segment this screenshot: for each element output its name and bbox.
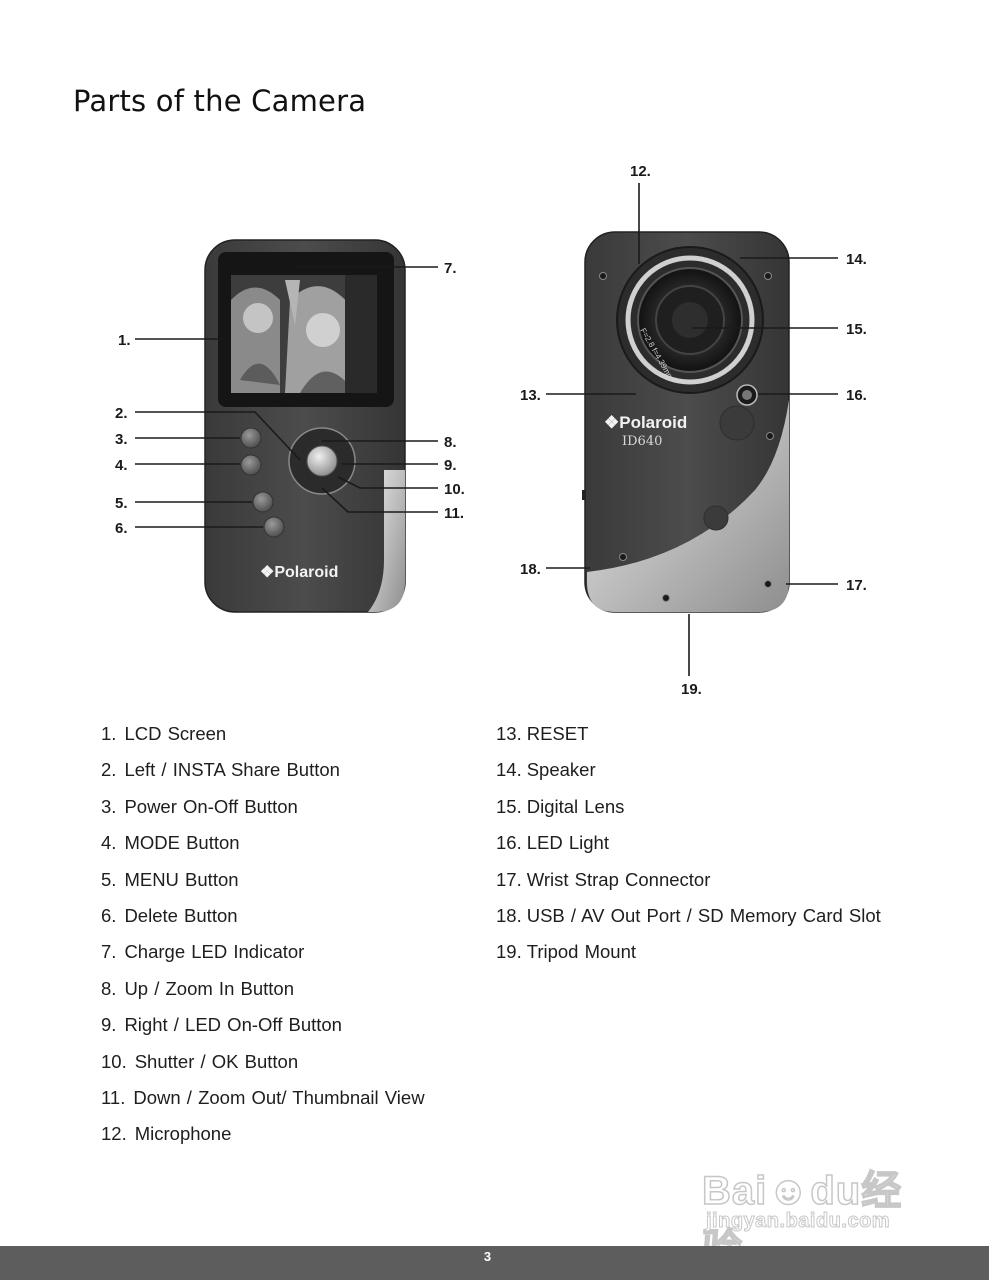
callout-8: 8. — [444, 434, 457, 451]
list-item: 6.Delete Button — [101, 904, 238, 926]
list-item: 5.MENU Button — [101, 868, 239, 890]
list-item: 16.LED Light — [496, 832, 609, 854]
watermark-url: jingyan.baidu.com — [705, 1210, 891, 1233]
list-item: 17.Wrist Strap Connector — [496, 868, 711, 890]
callout-3: 3. — [115, 431, 128, 448]
callout-12: 12. — [630, 163, 651, 180]
camera-front-image: ❖Polaroid — [204, 239, 406, 613]
callout-10: 10. — [444, 481, 465, 498]
callout-7: 7. — [444, 260, 457, 277]
model-label: ID640 — [622, 434, 662, 449]
list-item: 19.Tripod Mount — [496, 941, 637, 963]
parts-list-left: 1.LCD Screen 2.Left / INSTA Share Button… — [101, 722, 425, 1159]
callout-14: 14. — [846, 251, 867, 268]
camera-diagram: ❖Polaroid F=2.8 f=4.39mm ❖P — [115, 163, 867, 698]
callout-19: 19. — [681, 681, 702, 698]
callout-6: 6. — [115, 520, 128, 537]
callout-15: 15. — [846, 321, 867, 338]
list-item: 15.Digital Lens — [496, 795, 625, 817]
list-item: 1.LCD Screen — [101, 723, 227, 744]
list-item: 14.Speaker — [496, 759, 596, 781]
watermark-brand: Bai☻du经验 — [701, 1168, 903, 1272]
list-item: 12.Microphone — [101, 1123, 232, 1145]
list-item: 18.USB / AV Out Port / SD Memory Card Sl… — [496, 904, 881, 926]
list-item: 10.Shutter / OK Button — [101, 1050, 299, 1072]
callout-17: 17. — [846, 577, 867, 594]
callout-11: 11. — [444, 505, 464, 522]
front-brand-label: ❖Polaroid — [260, 564, 338, 581]
callout-5: 5. — [115, 495, 128, 512]
callout-2: 2. — [115, 405, 128, 422]
list-item: 3.Power On-Off Button — [101, 795, 298, 817]
list-item: 9.Right / LED On-Off Button — [101, 1014, 342, 1036]
camera-back-image: F=2.8 f=4.39mm ❖Polaroid ID640 — [582, 231, 790, 613]
list-item: 2.Left / INSTA Share Button — [101, 759, 340, 781]
back-brand-label: ❖Polaroid — [604, 413, 687, 432]
list-item: 11.Down / Zoom Out/ Thumbnail View — [101, 1086, 425, 1108]
callout-9: 9. — [444, 457, 457, 474]
parts-list-right: 13.RESET 14.Speaker 15.Digital Lens 16.L… — [496, 722, 881, 977]
list-item: 4.MODE Button — [101, 832, 240, 854]
list-item: 13.RESET — [496, 723, 589, 744]
list-item: 7.Charge LED Indicator — [101, 941, 305, 963]
list-item: 8.Up / Zoom In Button — [101, 977, 294, 999]
footer-bar — [0, 1246, 989, 1280]
page-title: Parts of the Camera — [73, 84, 367, 118]
callout-18: 18. — [520, 561, 541, 578]
callout-13: 13. — [520, 387, 541, 404]
baidu-watermark: Bai☻du经验 jingyan.baidu.com — [700, 1130, 940, 1272]
lcd-photo — [231, 275, 377, 393]
callout-4: 4. — [115, 457, 128, 474]
callout-16: 16. — [846, 387, 867, 404]
callout-1: 1. — [118, 332, 131, 349]
page-number: 3 — [483, 1249, 492, 1264]
